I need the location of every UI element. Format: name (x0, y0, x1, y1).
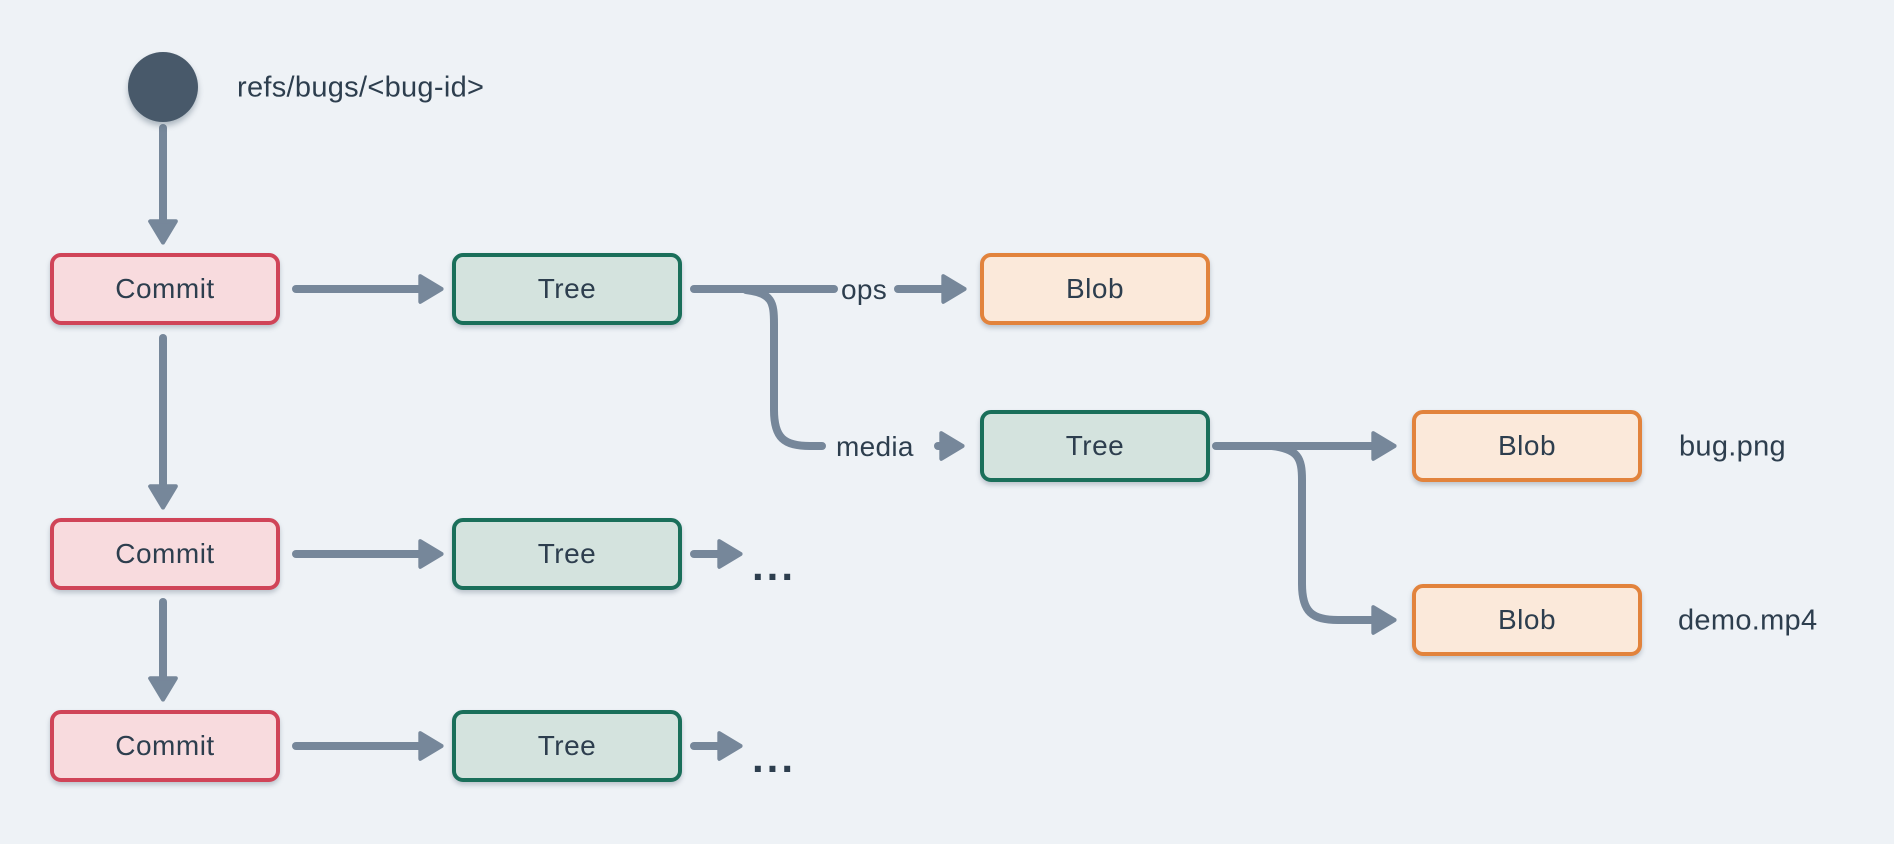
commit-node-1-label: Commit (115, 273, 215, 304)
blob-node-bug: Blob (1412, 410, 1642, 482)
blob-node-demo: Blob (1412, 584, 1642, 656)
file-label-demo-mp4: demo.mp4 (1678, 604, 1818, 637)
tree-node-media: Tree (980, 410, 1210, 482)
tree-node-2-label: Tree (537, 538, 597, 569)
blob-node-bug-label: Blob (1497, 430, 1557, 461)
blob-node-ops: Blob (980, 253, 1210, 325)
file-label-bug-png: bug.png (1679, 430, 1786, 463)
tree-node-3: Tree (452, 710, 682, 782)
ellipsis-row-2: ... (752, 542, 797, 589)
ref-label: refs/bugs/<bug-id> (237, 71, 485, 104)
tree-node-1: Tree (452, 253, 682, 325)
tree-node-3-label: Tree (537, 730, 597, 761)
tree-node-2: Tree (452, 518, 682, 590)
commit-node-3: Commit (50, 710, 280, 782)
edge-label-media: media (836, 431, 914, 462)
ellipsis-row-3: ... (752, 734, 797, 781)
edge-tree2-branch-to-blob-demo (1268, 442, 1390, 620)
edge-label-ops: ops (841, 274, 888, 305)
ref-node-circle (128, 52, 198, 122)
commit-node-3-label: Commit (115, 730, 215, 761)
tree-node-media-label: Tree (1065, 430, 1125, 461)
blob-node-demo-label: Blob (1497, 604, 1557, 635)
commit-node-2-label: Commit (115, 538, 215, 569)
commit-node-2: Commit (50, 518, 280, 590)
tree-node-1-label: Tree (537, 273, 597, 304)
commit-node-1: Commit (50, 253, 280, 325)
blob-node-ops-label: Blob (1065, 273, 1125, 304)
edge-tree1-branch-to-media (742, 286, 826, 450)
